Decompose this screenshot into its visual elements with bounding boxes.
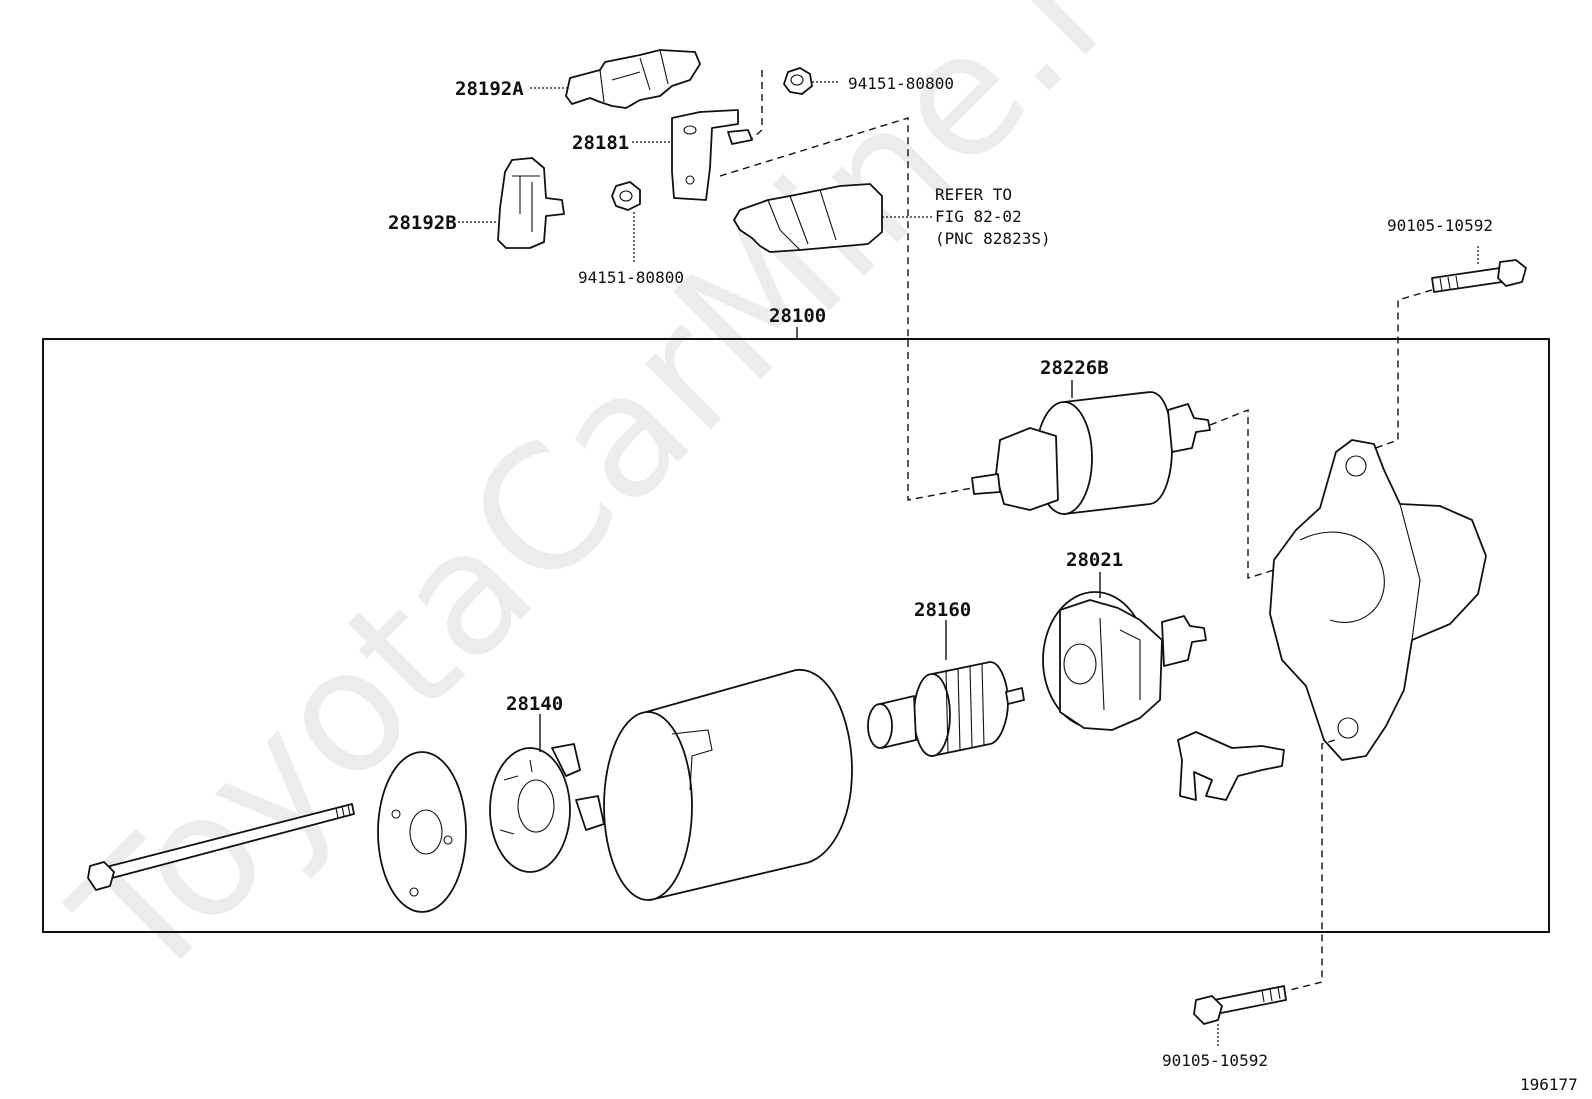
nut-top-part [783,67,813,95]
label-yoke[interactable]: 28021 [1066,549,1123,571]
label-bolt-top[interactable]: 90105-10592 [1387,216,1493,235]
end-cover-part [377,751,467,913]
yoke-part [1042,591,1207,731]
label-brush-holder[interactable]: 28140 [506,693,563,715]
label-nut-mid[interactable]: 94151-80800 [578,268,684,287]
solenoid-part [971,391,1211,515]
ref-line-3: (PNC 82823S) [935,229,1051,248]
shift-fork-part [1177,731,1285,801]
bolt-bottom-part [1193,985,1287,1025]
label-solenoid[interactable]: 28226B [1040,357,1109,379]
field-frame-part [603,669,853,901]
harness-cover-part [733,183,883,253]
label-armature[interactable]: 28160 [914,599,971,621]
label-nut-top[interactable]: 94151-80800 [848,74,954,93]
armature-part [867,661,1025,757]
housing-part [1269,439,1487,761]
plate-part [671,109,753,201]
label-bolt-bottom[interactable]: 90105-10592 [1162,1051,1268,1070]
label-assembly[interactable]: 28100 [769,305,826,327]
label-holder-a[interactable]: 28192A [455,78,524,100]
through-bolt-part [87,803,355,891]
holder-b-part [497,157,565,249]
bolt-top-part [1431,259,1527,293]
nut-mid-part [611,181,641,211]
label-plate[interactable]: 28181 [572,132,629,154]
assembly-frame [42,338,1550,933]
ref-line-1: REFER TO [935,185,1012,204]
label-holder-b[interactable]: 28192B [388,212,457,234]
holder-a-part [565,49,701,109]
figure-number: 196177 [1520,1075,1578,1094]
brush-holder-part [489,743,605,873]
ref-line-2: FIG 82-02 [935,207,1022,226]
